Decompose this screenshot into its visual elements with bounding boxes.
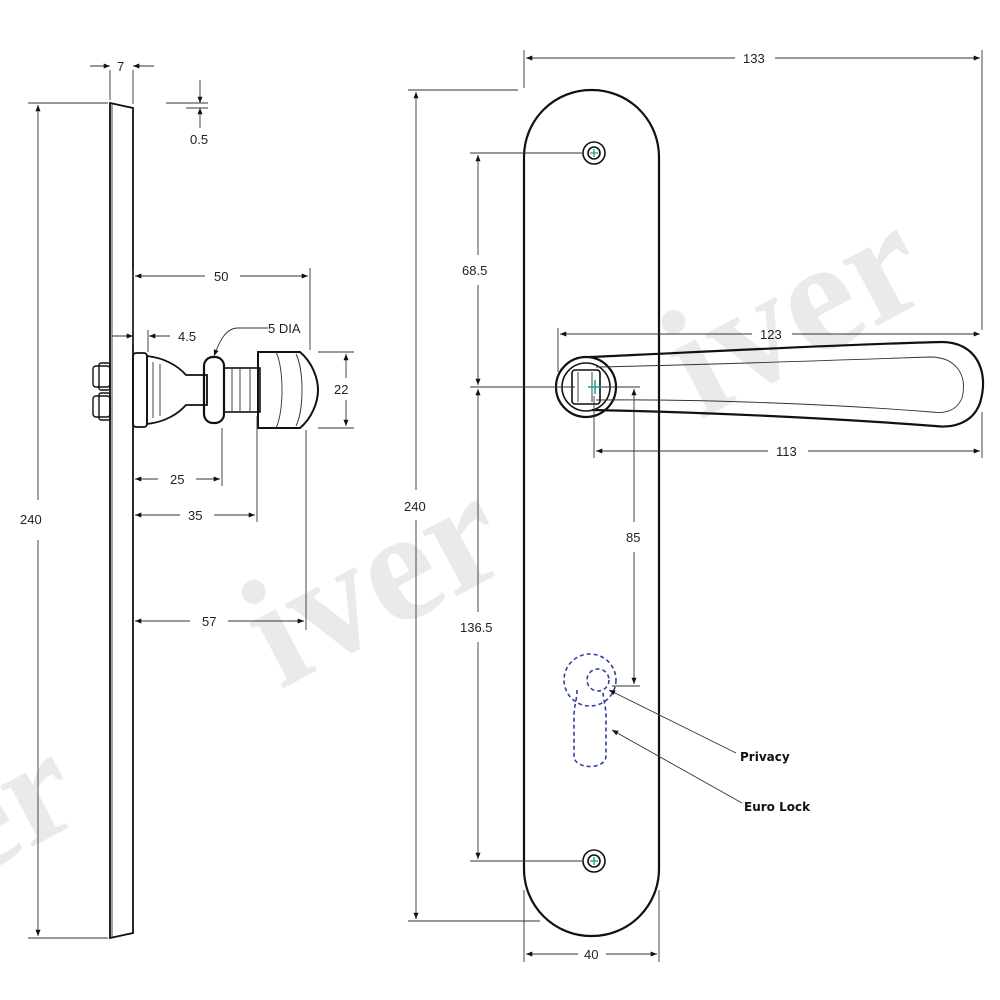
callout-euro-lock: Euro Lock	[744, 800, 811, 814]
dim-lever-span: 123	[760, 327, 782, 342]
watermark: er iver iver	[0, 169, 952, 910]
dim-side-height: 240	[20, 512, 42, 527]
top-screw	[582, 141, 606, 165]
dim-centre: 85	[626, 530, 640, 545]
front-backplate	[522, 88, 661, 938]
dim-upper: 68.5	[462, 263, 487, 278]
dim-projection: 50	[214, 269, 228, 284]
dim-neck: 4.5	[178, 329, 196, 344]
dim-offset: 0.5	[190, 132, 208, 147]
watermark-center: iver	[213, 439, 532, 721]
dim-25: 25	[170, 472, 184, 487]
watermark-right: iver	[633, 169, 952, 451]
dim-35: 35	[188, 508, 202, 523]
knob-profile	[132, 351, 320, 429]
dim-lower: 136.5	[460, 620, 493, 635]
side-backplate	[109, 101, 134, 940]
front-view: Privacy Euro Lock 133 123 113 240 68.5	[404, 50, 985, 962]
dim-pin: 5 DIA	[268, 321, 301, 336]
fixing-studs	[92, 362, 111, 421]
keyhole-cutout	[563, 653, 617, 768]
dim-front-height: 240	[404, 499, 426, 514]
dim-lever-length: 113	[776, 444, 797, 459]
dim-overall-width: 133	[743, 51, 765, 66]
dim-thickness: 7	[117, 59, 124, 74]
dim-57: 57	[202, 614, 216, 629]
bottom-screw	[582, 849, 606, 873]
callout-privacy: Privacy	[740, 750, 790, 764]
side-view: 7 0.5 240 50 4.5 5 DIA 22	[20, 59, 354, 940]
watermark-left: er	[0, 700, 103, 909]
dim-plate-width: 40	[584, 947, 598, 962]
dim-knob-dia: 22	[334, 382, 348, 397]
